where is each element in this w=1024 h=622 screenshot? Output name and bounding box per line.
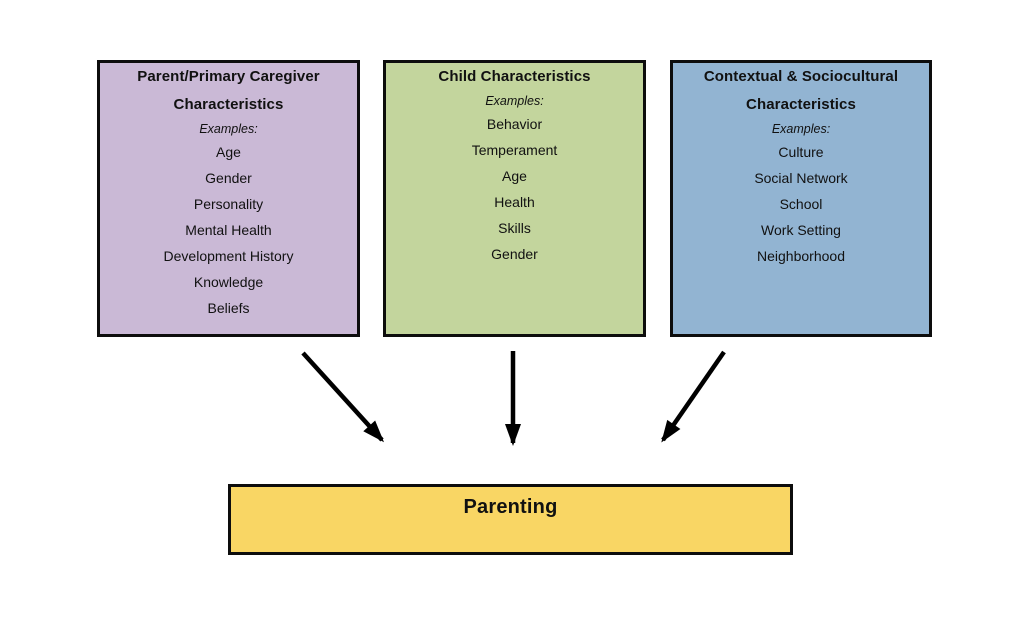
box-title-line: Contextual & Sociocultural: [703, 68, 899, 85]
box-title-line: Child Characteristics: [438, 68, 591, 85]
list-item: Development History: [163, 248, 294, 264]
list-item: Culture: [778, 144, 824, 160]
list-item: Social Network: [754, 170, 848, 186]
examples-label: Examples:: [485, 94, 544, 108]
examples-list: Culture Social Network School Work Setti…: [673, 139, 929, 269]
box-title-line: Parent/Primary Caregiver: [137, 68, 320, 85]
arrow-parent-to-parenting: [301, 351, 385, 443]
box-title-line: Characteristics: [746, 96, 856, 113]
box-parenting-outcome: Parenting: [228, 484, 793, 555]
list-item: School: [779, 196, 823, 212]
list-item: Temperament: [471, 142, 558, 158]
box-contextual-sociocultural-characteristics: Contextual & Sociocultural Characteristi…: [670, 60, 932, 337]
list-item: Beliefs: [207, 300, 250, 316]
arrow-contextual-to-parenting: [661, 350, 726, 443]
list-item: Mental Health: [185, 222, 272, 238]
box-child-characteristics: Child Characteristics Examples: Behavior…: [383, 60, 646, 337]
list-item: Age: [502, 168, 527, 184]
list-item: Knowledge: [193, 274, 264, 290]
parenting-label: Parenting: [463, 496, 558, 518]
examples-list: Behavior Temperament Age Health Skills G…: [386, 111, 643, 267]
list-item: Age: [216, 144, 241, 160]
examples-label: Examples:: [199, 122, 258, 136]
list-item: Behavior: [486, 116, 543, 132]
box-parent-caregiver-characteristics: Parent/Primary Caregiver Characteristics…: [97, 60, 360, 337]
list-item: Gender: [491, 246, 538, 262]
examples-list: Age Gender Personality Mental Health Dev…: [100, 139, 357, 321]
list-item: Personality: [193, 196, 264, 212]
examples-label: Examples:: [771, 122, 831, 136]
box-title-line: Characteristics: [173, 96, 284, 113]
list-item: Skills: [498, 220, 531, 236]
list-item: Work Setting: [761, 222, 841, 238]
list-item: Neighborhood: [757, 248, 845, 264]
list-item: Gender: [205, 170, 252, 186]
list-item: Health: [494, 194, 535, 210]
